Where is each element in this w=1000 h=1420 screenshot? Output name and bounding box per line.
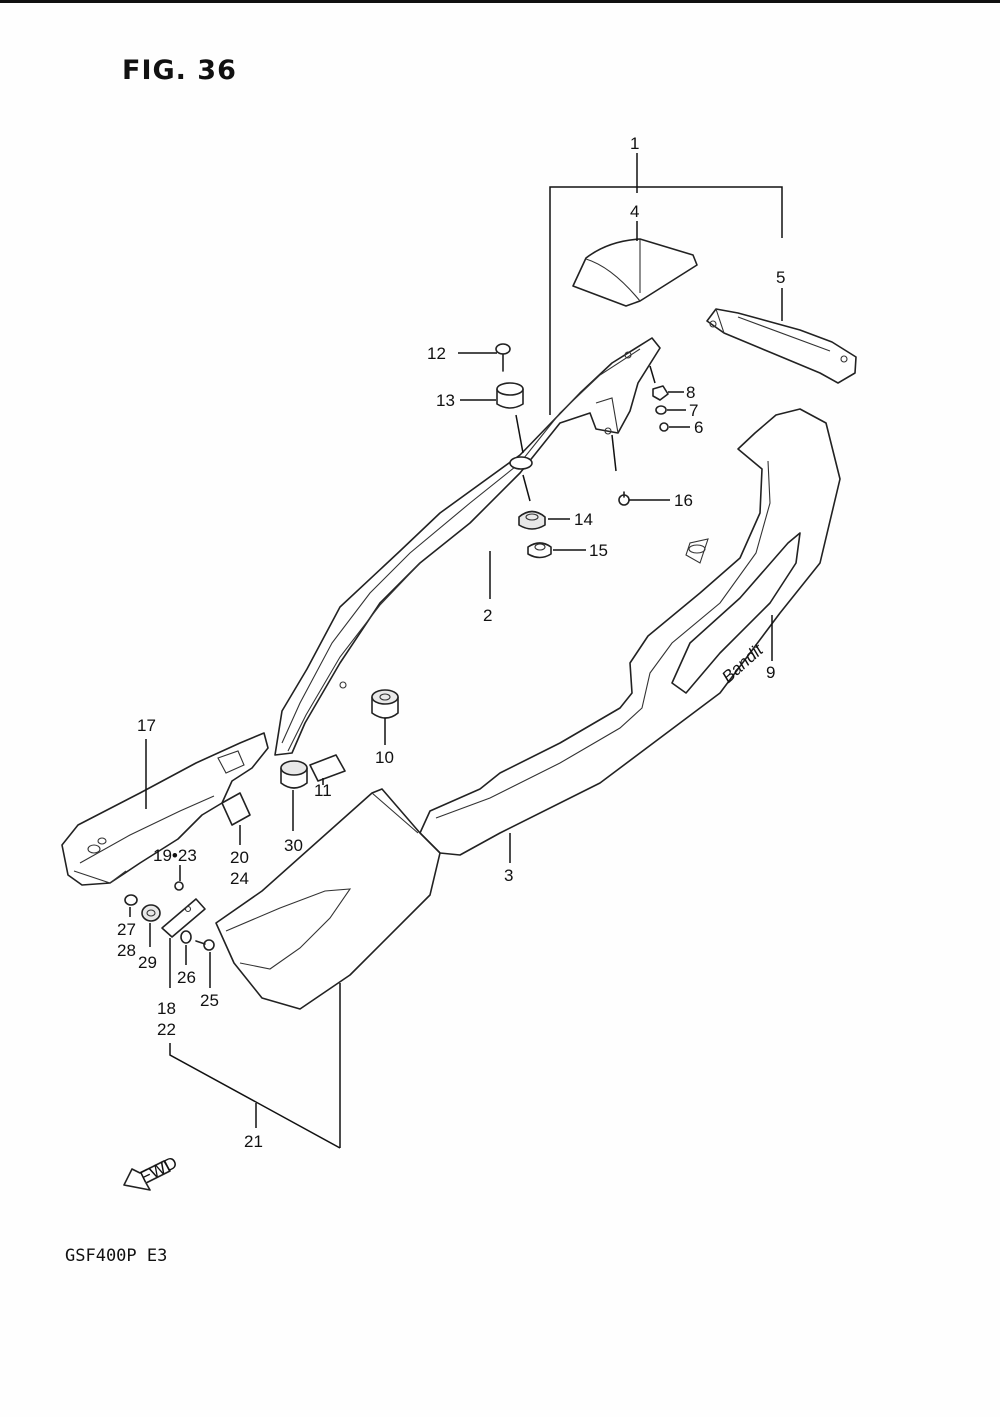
callout-22: 22 bbox=[157, 1020, 176, 1039]
callout-17: 17 bbox=[137, 716, 156, 735]
part-14-grommet bbox=[518, 510, 546, 530]
part-17-side-panel bbox=[61, 732, 269, 886]
callout-8: 8 bbox=[686, 383, 695, 402]
part-10-grommet bbox=[371, 689, 399, 719]
fwd-label: FWD bbox=[137, 1153, 180, 1187]
callout-4: 4 bbox=[630, 202, 639, 221]
part-5-bracket bbox=[706, 308, 857, 384]
part-26-washer bbox=[180, 930, 192, 944]
callout-14: 14 bbox=[574, 510, 593, 529]
callout-19-23: 19•23 bbox=[153, 846, 197, 865]
callout-5: 5 bbox=[776, 268, 785, 287]
callout-13: 13 bbox=[436, 391, 455, 410]
callout-6: 6 bbox=[694, 418, 703, 437]
model-code: GSF400P E3 bbox=[65, 1246, 168, 1266]
exploded-view-drawing: Bandit bbox=[61, 134, 857, 1191]
part-15-nut bbox=[527, 542, 552, 559]
part-18-bracket bbox=[161, 898, 206, 938]
part-12-screw bbox=[495, 343, 511, 372]
part-4-tail-cap bbox=[572, 238, 698, 307]
part-2-grab-rail bbox=[274, 337, 661, 756]
part-21-side-cover bbox=[215, 788, 441, 1010]
callout-3: 3 bbox=[504, 866, 513, 885]
part-25-screw bbox=[195, 939, 215, 951]
callout-21: 21 bbox=[244, 1132, 263, 1151]
callout-1: 1 bbox=[630, 134, 639, 153]
callout-9: 9 bbox=[766, 663, 775, 682]
callout-16: 16 bbox=[674, 491, 693, 510]
part-8-nut bbox=[652, 385, 669, 401]
callout-15: 15 bbox=[589, 541, 608, 560]
part-13-collar bbox=[496, 382, 524, 409]
callout-12: 12 bbox=[427, 344, 446, 363]
callout-25: 25 bbox=[200, 991, 219, 1010]
callout-26: 26 bbox=[177, 968, 196, 987]
part-20-clip bbox=[221, 792, 251, 826]
part-6-screw bbox=[659, 422, 669, 432]
leader-lines bbox=[129, 153, 783, 1149]
callout-28: 28 bbox=[117, 941, 136, 960]
part-7-washer bbox=[655, 405, 667, 415]
callout-2: 2 bbox=[483, 606, 492, 625]
part-29-cushion bbox=[141, 904, 161, 922]
callout-18: 18 bbox=[157, 999, 176, 1018]
callout-numbers: 1 4 5 12 13 8 7 6 16 14 15 2 9 17 10 11 … bbox=[117, 134, 785, 1151]
part-3-frame-cover bbox=[419, 408, 841, 856]
callout-20: 20 bbox=[230, 848, 249, 867]
part-30-cushion bbox=[280, 760, 308, 789]
figure-title: FIG. 36 bbox=[122, 55, 237, 86]
callout-27: 27 bbox=[117, 920, 136, 939]
callout-11: 11 bbox=[314, 781, 332, 800]
forward-arrow-icon: FWD bbox=[123, 1153, 180, 1191]
callout-7: 7 bbox=[689, 401, 698, 420]
callout-10: 10 bbox=[375, 748, 394, 767]
callout-24: 24 bbox=[230, 869, 249, 888]
hardware-items bbox=[124, 343, 669, 951]
part-19-23-screw bbox=[174, 881, 184, 891]
part-11-label bbox=[309, 754, 346, 782]
callout-29: 29 bbox=[138, 953, 157, 972]
callout-30: 30 bbox=[284, 836, 303, 855]
part-16-bolt bbox=[618, 491, 630, 506]
part-27-grommet bbox=[124, 894, 138, 906]
